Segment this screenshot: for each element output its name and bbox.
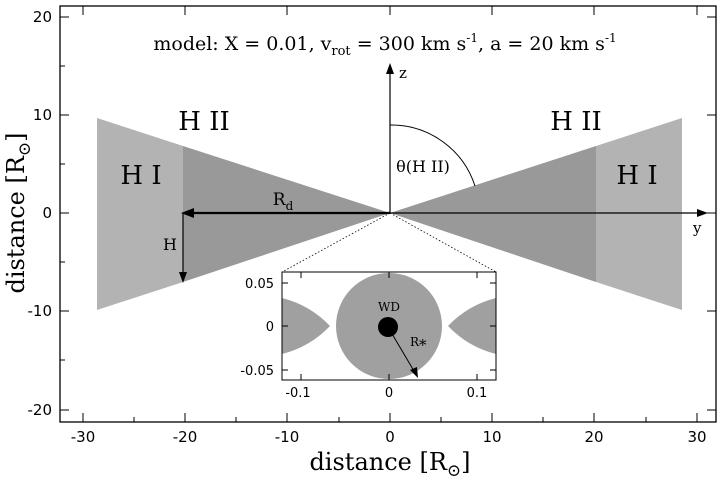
radius-arrow-line [387,326,415,372]
inset-disk-left [282,298,330,354]
y-tick-label: 20 [33,8,52,26]
x-tick-label: -30 [71,428,96,446]
radius-arrowhead [410,367,418,378]
inset-plot: WD R* -0.1 0 0.1 0.05 0 -0.05 [240,271,497,401]
rd-label: Rd [273,190,294,213]
x-tick-label: 10 [482,428,501,446]
x-tick-label: 20 [584,428,603,446]
hi-region-left [97,118,183,310]
r-label: R* [410,335,427,354]
hi-region-right [596,118,682,310]
inset-y-tick-label: 0.05 [245,277,274,292]
y-axis-arrowhead [697,209,708,217]
y-tick-labels: 20 10 0 -10 -20 [28,8,53,419]
inset-x-tick-label: 0 [385,386,393,401]
plot-frame [59,5,717,423]
x-tick-label: -20 [173,428,198,446]
zoom-line-left [281,212,391,273]
model-title: model: X = 0.01, vrot = 300 km s-1, a = … [153,31,616,59]
z-axis-label: z [399,64,407,82]
x-tick-label: 30 [687,428,706,446]
inset-disk-right [448,298,496,354]
y-tick-label: -20 [28,401,53,419]
theta-arc [389,124,476,187]
y-axis-title: distance [R⊙] [2,132,35,293]
inset-ticks [282,272,496,380]
x-axis-ticks [82,6,698,422]
y-tick-label: 10 [33,106,52,124]
hii-region-right [390,146,596,282]
x-tick-label: -10 [275,428,300,446]
theta-label: θ(H II) [396,157,450,176]
inset-x-tick-label: -0.1 [285,386,310,401]
hi-label-right: H I [616,161,657,191]
inset-x-tick-label: 0.1 [467,386,488,401]
x-axis-title: distance [R⊙] [309,448,470,479]
wd-label: WD [378,300,400,314]
y-axis-ticks [60,16,716,411]
x-tick-labels: -30 -20 -10 0 10 20 30 [71,428,707,446]
y-tick-label: 0 [42,204,52,222]
y-axis-label: y [692,219,702,237]
hi-label-left: H I [120,161,161,191]
inset-x-tick-labels: -0.1 0 0.1 [285,386,487,401]
h-arrowhead [179,272,187,283]
hii-label-left: H II [178,107,229,137]
x-tick-label: 0 [385,428,395,446]
inset-y-tick-label: 0 [266,320,274,335]
y-tick-label: -10 [28,302,53,320]
inset-y-tick-labels: 0.05 0 -0.05 [240,277,274,379]
inset-y-tick-label: -0.05 [240,364,274,379]
zoom-line-right [389,212,497,273]
h-label: H [163,235,177,254]
z-axis-arrowhead [386,63,394,74]
rd-arrowhead [181,208,194,218]
hii-label-right: H II [550,107,601,137]
